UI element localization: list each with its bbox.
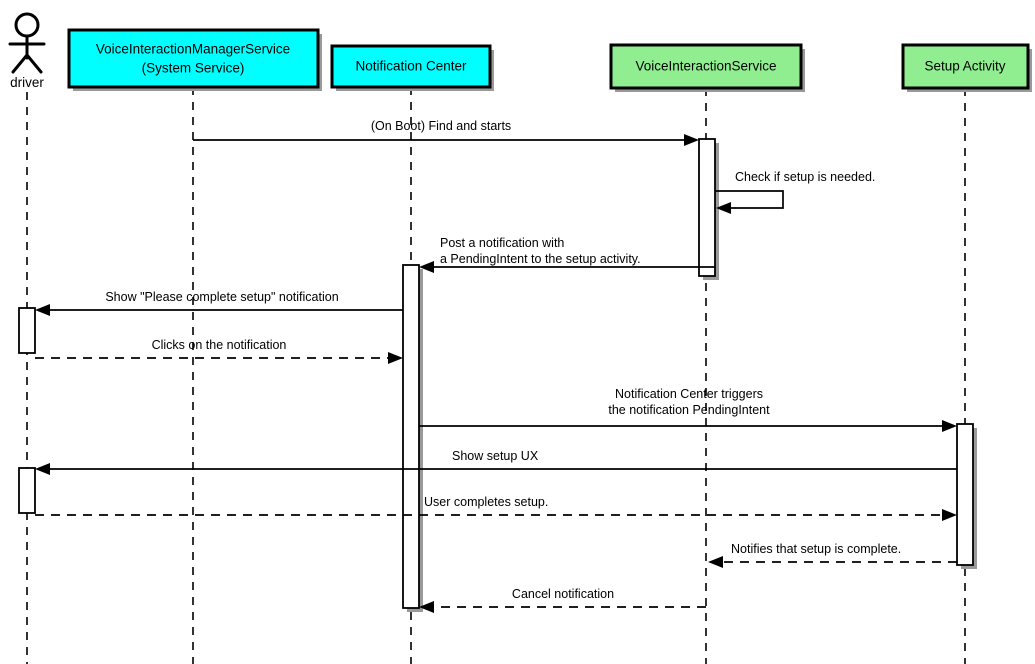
actor-leg-left-icon bbox=[11, 53, 29, 74]
m1-label: (On Boot) Find and starts bbox=[371, 119, 511, 133]
m7-label: Show setup UX bbox=[452, 449, 539, 463]
activation-setup-activity bbox=[956, 423, 974, 566]
m7-arrowhead bbox=[35, 463, 50, 475]
m6-label-line2: the notification PendingIntent bbox=[608, 403, 770, 417]
voice-interaction-service-box bbox=[609, 43, 803, 90]
activation-driver-first bbox=[18, 307, 36, 354]
m9-label: Notifies that setup is complete. bbox=[731, 542, 901, 556]
m5-arrowhead bbox=[388, 352, 403, 364]
activation-voice-interaction-service bbox=[698, 138, 716, 277]
message-check-if-setup-is-needed[interactable]: Check if setup is needed. bbox=[715, 170, 875, 214]
m3-label-line1: Post a notification with bbox=[440, 236, 564, 250]
m10-label: Cancel notification bbox=[512, 587, 614, 601]
actor-label-driver: driver bbox=[10, 75, 44, 90]
vims-label-line1: VoiceInteractionManagerService bbox=[96, 42, 290, 57]
m9-arrowhead bbox=[708, 556, 723, 568]
m4-arrowhead bbox=[35, 304, 50, 316]
participant-box-voice-interaction-service[interactable]: VoiceInteractionService bbox=[609, 43, 805, 92]
message-post-a-notification[interactable]: Post a notification with a PendingIntent… bbox=[419, 236, 715, 273]
m6-arrowhead bbox=[942, 420, 957, 432]
m2-label: Check if setup is needed. bbox=[735, 170, 875, 184]
activation-driver-second bbox=[18, 467, 36, 514]
actor-driver[interactable]: driver bbox=[8, 12, 46, 90]
actor-head-icon bbox=[14, 12, 40, 38]
message-clicks-on-the-notification[interactable]: Clicks on the notification bbox=[35, 338, 403, 364]
m6-label-line1: Notification Center triggers bbox=[615, 387, 763, 401]
activations-group bbox=[18, 138, 977, 612]
message-show-please-complete-setup-notification[interactable]: Show "Please complete setup" notificatio… bbox=[35, 290, 403, 316]
participant-box-vims[interactable]: VoiceInteractionManagerService (System S… bbox=[67, 28, 322, 91]
actor-leg-right-icon bbox=[25, 53, 43, 74]
message-notification-center-triggers-pendingintent[interactable]: Notification Center triggers the notific… bbox=[419, 387, 957, 432]
participant-box-notification-center[interactable]: Notification Center bbox=[330, 44, 494, 91]
message-cancel-notification[interactable]: Cancel notification bbox=[419, 587, 706, 613]
m2-self-path bbox=[715, 190, 784, 209]
vims-box bbox=[67, 28, 320, 89]
m5-label: Clicks on the notification bbox=[152, 338, 287, 352]
m3-arrowhead bbox=[419, 261, 434, 273]
message-user-completes-setup[interactable]: User completes setup. bbox=[35, 495, 957, 521]
m4-label: Show "Please complete setup" notificatio… bbox=[105, 290, 338, 304]
m8-label: User completes setup. bbox=[424, 495, 548, 509]
m3-label-line2: a PendingIntent to the setup activity. bbox=[440, 252, 641, 266]
activation-notification-center bbox=[402, 264, 420, 609]
setup-activity-box bbox=[901, 43, 1030, 90]
message-on-boot-find-and-starts[interactable]: (On Boot) Find and starts bbox=[193, 119, 699, 146]
m8-arrowhead bbox=[942, 509, 957, 521]
voice-interaction-service-label: VoiceInteractionService bbox=[635, 59, 776, 74]
message-notifies-that-setup-is-complete[interactable]: Notifies that setup is complete. bbox=[708, 542, 957, 568]
notification-center-box bbox=[330, 44, 492, 89]
m2-arrowhead bbox=[716, 202, 731, 214]
message-show-setup-ux[interactable]: Show setup UX bbox=[35, 449, 957, 475]
notification-center-label: Notification Center bbox=[355, 59, 467, 74]
vims-label-line2: (System Service) bbox=[142, 61, 245, 76]
participant-box-setup-activity[interactable]: Setup Activity bbox=[901, 43, 1032, 92]
setup-activity-label: Setup Activity bbox=[924, 59, 1005, 74]
m10-arrowhead bbox=[419, 601, 434, 613]
m1-arrowhead bbox=[684, 134, 699, 146]
